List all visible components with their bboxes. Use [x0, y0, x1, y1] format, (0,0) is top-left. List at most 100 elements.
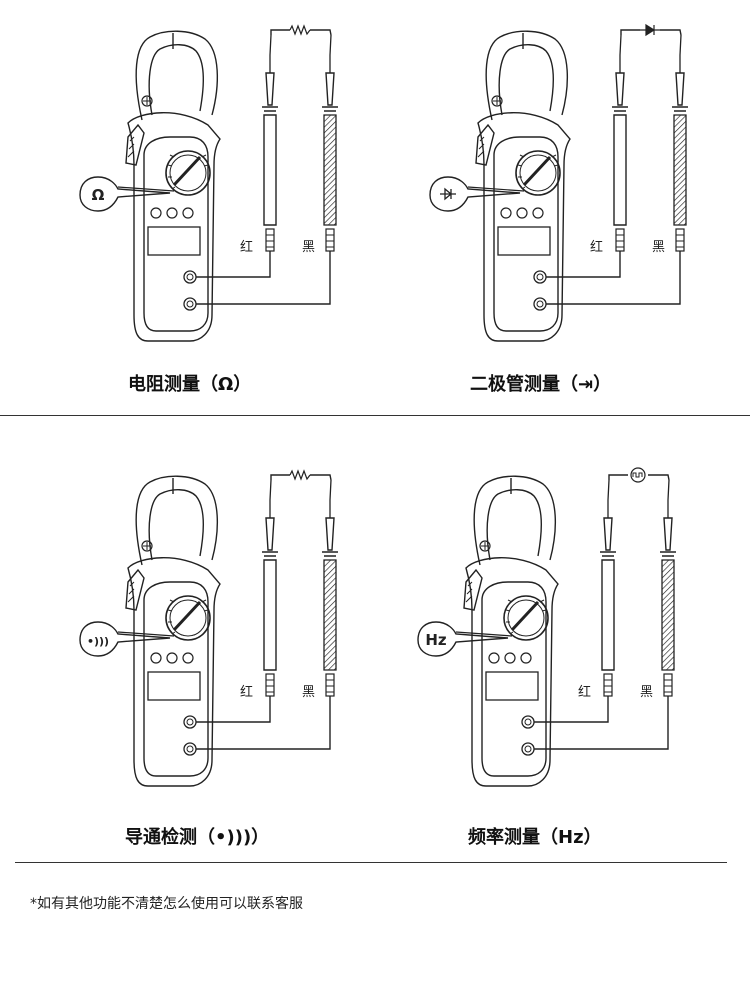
input-jack-com-inner: [524, 718, 532, 726]
dial-pointer: [172, 155, 202, 187]
caption-diode: 二极管测量（⇥）: [470, 374, 612, 395]
meter-body: [127, 557, 221, 787]
input-jack-com: [183, 270, 197, 284]
clamp-jaw-outer: [485, 30, 569, 121]
red-probe-label: 红: [590, 239, 603, 255]
black-lead-wire: [534, 696, 669, 750]
black-lead-wire: [196, 696, 331, 750]
dial-pointer: [522, 155, 552, 187]
red-probe-tip: [607, 479, 610, 518]
callout-balloon: [79, 176, 171, 212]
signal-source-symbol: [630, 467, 646, 483]
clamp-jaw-inner: [498, 44, 554, 116]
diode-symbol: [640, 23, 660, 37]
input-jack-com: [533, 270, 547, 284]
input-jack-v-inner: [186, 745, 194, 753]
meter-body: [127, 112, 221, 342]
red-probe: [612, 72, 628, 226]
trigger-lever: [125, 568, 145, 611]
meter-body: [477, 112, 571, 342]
black-lead-wire: [546, 251, 681, 305]
test-circuit-wire: [270, 474, 332, 481]
meter-face: [481, 581, 547, 777]
function-button: [488, 652, 500, 664]
red-plug-ridges: [266, 679, 274, 693]
dial-ticks: [167, 154, 209, 190]
clamp-meter: •)))红黑: [79, 469, 338, 787]
rotary-dial: [515, 150, 561, 196]
red-lead-wire: [196, 251, 271, 278]
function-symbol: Ω: [92, 186, 105, 204]
black-probe-handle: [673, 114, 687, 226]
jaw-screw: [141, 95, 153, 107]
trigger-lever: [463, 568, 483, 611]
trigger-lever: [125, 123, 145, 166]
black-probe-label: 黑: [640, 685, 653, 700]
callout-leader-top: [117, 186, 175, 192]
input-jack-v-inner: [186, 300, 194, 308]
divider-bottom: [15, 862, 727, 863]
rotary-dial: [503, 595, 549, 641]
red-lead-wire: [196, 696, 271, 723]
black-probe-handle: [323, 559, 337, 671]
black-plug-ridges: [326, 679, 334, 693]
input-jack-v-inner: [536, 300, 544, 308]
clamp-meter-diagram-continuity: •)))红黑: [79, 469, 338, 787]
panel-continuity: •)))红黑: [40, 460, 370, 795]
jaw-screw-cross: [493, 97, 501, 105]
meter-body: [465, 557, 559, 787]
black-probe-handle: [323, 114, 337, 226]
red-probe-plug: [265, 673, 275, 697]
callout-balloon: [79, 621, 171, 657]
jaw-screw-cross: [481, 542, 489, 550]
lcd-display: [147, 671, 201, 701]
black-probe-tip: [679, 34, 682, 73]
red-probe-plug: [265, 228, 275, 252]
black-probe-tip: [329, 479, 332, 518]
clamp-meter: Ω红黑: [79, 24, 338, 342]
input-jack-com-inner: [536, 273, 544, 281]
rotary-dial-inner: [507, 599, 545, 637]
black-probe: [672, 72, 688, 112]
callout-leader-top: [467, 186, 525, 192]
red-probe-plug: [603, 673, 613, 697]
red-plug-ridges: [604, 679, 612, 693]
red-probe-tip: [269, 479, 272, 518]
red-probe-label: 红: [240, 684, 253, 700]
lcd-display: [497, 226, 551, 256]
dial-ticks: [517, 154, 559, 190]
clamp-meter: 红黑: [429, 23, 688, 342]
dial-pointer: [172, 600, 202, 632]
rotary-dial-inner: [519, 154, 557, 192]
meter-face: [493, 136, 559, 332]
jaw-screw: [141, 540, 153, 552]
red-lead-wire: [534, 696, 609, 723]
test-circuit-wire: [608, 474, 670, 481]
function-button: [520, 652, 532, 664]
callout-leader-top: [117, 631, 175, 637]
input-jack-com: [183, 715, 197, 729]
red-plug-ridges: [266, 234, 274, 248]
resistor-symbol: [289, 469, 311, 481]
callout-balloon: [429, 176, 521, 212]
dial-ticks: [167, 599, 209, 635]
black-probe-label: 黑: [652, 240, 665, 255]
black-probe-tip: [667, 479, 670, 518]
square-wave-icon: [632, 472, 643, 478]
function-button: [182, 652, 194, 664]
dial-pointer: [510, 600, 540, 632]
meter-face: [143, 136, 209, 332]
rotary-dial: [165, 150, 211, 196]
input-jack-v-inner: [524, 745, 532, 753]
lcd-display: [485, 671, 539, 701]
clamp-jaw-outer: [135, 475, 219, 566]
red-probe: [262, 72, 278, 226]
caption-resistance: 电阻测量（Ω）: [128, 374, 252, 395]
black-plug-ridges: [664, 679, 672, 693]
function-button: [500, 207, 512, 219]
function-button: [504, 652, 516, 664]
red-probe-plug: [615, 228, 625, 252]
jaw-screw: [491, 95, 503, 107]
input-jack-com-inner: [186, 718, 194, 726]
